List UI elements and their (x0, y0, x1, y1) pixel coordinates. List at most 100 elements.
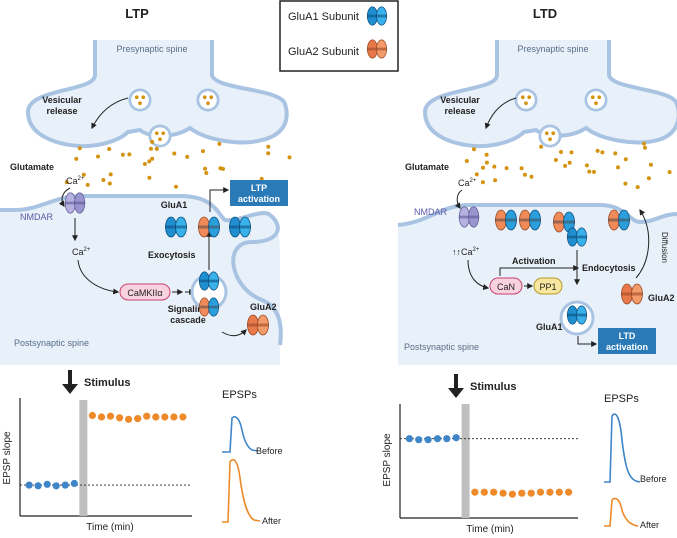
glutamate-dot (64, 180, 69, 185)
ltd-activation-line1: LTD (619, 331, 636, 341)
ltd-pre-stimulus-point (405, 435, 413, 443)
ltd-post-stimulus-point (490, 488, 498, 496)
ltd-post-stimulus-point (508, 490, 516, 498)
glutamate-dot (592, 169, 596, 174)
ltp-cascade-label: cascade (170, 315, 206, 325)
ltd-vesicle (584, 88, 608, 112)
glutamate-dot (587, 169, 592, 174)
ltd-diffusion-label: Diffusion (660, 232, 669, 263)
glutamate-dot (150, 139, 155, 144)
ltd-pp1-pill (533, 277, 563, 295)
ltp-activation-arrow (209, 187, 230, 212)
ltd-can-pill (489, 277, 523, 295)
ltd-vesicle (538, 124, 562, 148)
ltp-camk-pill (119, 283, 171, 301)
ltp-after-trace (222, 458, 261, 523)
ltp-release-arrow (91, 97, 129, 130)
ltd-postsynaptic-membrane (397, 203, 677, 227)
ltd-pre-stimulus-point (424, 436, 432, 444)
ltd-release-arrow (484, 97, 517, 130)
ltd-pre-stimulus-point (433, 435, 442, 443)
glutamate-dot (107, 181, 112, 186)
ltd-post-stimulus-point (546, 488, 554, 496)
ltd-post-stimulus-point (499, 489, 507, 497)
ltp-presynaptic-label: Presynaptic spine (116, 44, 187, 54)
glutamate-dot (522, 172, 527, 177)
glutamate-dot (504, 166, 509, 171)
ltd-ca-can-arrow (467, 259, 490, 290)
glutamate-dot (81, 172, 86, 177)
ltp-glutamate-dots (64, 139, 292, 189)
ltd-glua2-label: GluA2 (648, 293, 675, 303)
ltd-chart: Stimulus EPSP slope Time (min) EPSPs Bef… (382, 374, 667, 535)
ltp-ca-top: Ca2+ (66, 176, 85, 186)
ltd-glutamate-label: Glutamate (405, 162, 449, 172)
ltd-activation-label: Activation (512, 256, 556, 266)
glutamate-dot (484, 160, 489, 165)
ltp-camk-label: CaMKIIα (127, 288, 162, 298)
ltp-post-stimulus-point (161, 413, 169, 421)
ltp-exocytosis-label: Exocytosis (148, 250, 196, 260)
ltp-release-label: release (46, 106, 77, 116)
ltp-epsps-label: EPSPs (222, 389, 257, 401)
glutamate-dot (474, 172, 479, 177)
glutamate-dot (595, 148, 600, 153)
ltp-post-stimulus-point (88, 411, 96, 420)
legend: GluA1 Subunit GluA2 Subunit (279, 0, 399, 72)
ltp-post-stimulus-point (152, 413, 160, 421)
glutamate-dot (185, 154, 190, 159)
ltp-title: LTP (125, 6, 149, 21)
ltp-vesicle (196, 88, 220, 112)
ltp-ca-camk-arrow (77, 259, 120, 295)
glutamate-dot (201, 149, 205, 154)
ltd-pre-stimulus-point (443, 435, 451, 443)
ltd-post-stimulus-point (527, 489, 535, 497)
ltp-xlabel: Time (min) (86, 522, 133, 533)
ltp-ylabel: EPSP slope (2, 431, 13, 485)
glutamate-dot (484, 152, 489, 157)
glutamate-dot (642, 141, 646, 146)
glutamate-dot (172, 151, 177, 156)
glutamate-dot (616, 165, 620, 170)
glutamate-dot (107, 147, 112, 151)
ltd-release-label: release (444, 106, 475, 116)
ltd-postsynaptic-label: Postsynaptic spine (404, 342, 479, 352)
glutamate-dot (266, 151, 271, 156)
ltp-ca-arrow (58, 187, 71, 207)
ltp-postsynaptic-fill (0, 196, 280, 365)
ltd-stimulus-label: Stimulus (470, 381, 516, 393)
ltp-post-stimulus-point (125, 415, 133, 423)
glutamate-dot (623, 181, 628, 186)
ltp-vesicle (128, 88, 152, 112)
glutamate-dot (646, 176, 651, 181)
ltp-activation-box (230, 180, 288, 206)
glutamate-dot (539, 144, 544, 149)
ltp-postsynaptic-membrane (0, 194, 272, 223)
ltp-post-stimulus-point (134, 415, 142, 423)
glutamate-dot (584, 163, 589, 168)
glutamate-dot (150, 156, 155, 161)
ltp-glua2-arrow (221, 329, 247, 337)
ltd-before-label: Before (640, 474, 667, 484)
ltp-pre-stimulus-point (61, 481, 69, 489)
glutamate-dot (96, 154, 100, 159)
ltd-pre-stimulus-point (452, 434, 460, 442)
glutamate-dot (149, 146, 153, 151)
ltp-activation-line1: LTP (251, 183, 267, 193)
ltd-nmdar-label: NMDAR (414, 207, 447, 217)
glutamate-dot (563, 163, 568, 168)
ltd-ca-arrow (454, 189, 463, 209)
glutamate-dot (101, 178, 106, 182)
glutamate-dot (667, 170, 672, 175)
ltd-post-stimulus-point (480, 488, 488, 496)
glutamate-dot (569, 150, 574, 155)
ltd-xlabel: Time (min) (466, 524, 513, 535)
ltp-signaling-label: Signaling (168, 304, 209, 314)
ltd-vesicular-label: Vesicular (440, 95, 480, 105)
glutamate-dot (600, 150, 605, 155)
ltd-can-label: CaN (497, 282, 515, 292)
ltd-endocytosis-label: Endocytosis (582, 263, 636, 273)
ltd-activation-box-arrow (577, 336, 598, 347)
glutamate-dot (147, 175, 152, 180)
ltp-stimulus-arrowhead (62, 384, 78, 394)
